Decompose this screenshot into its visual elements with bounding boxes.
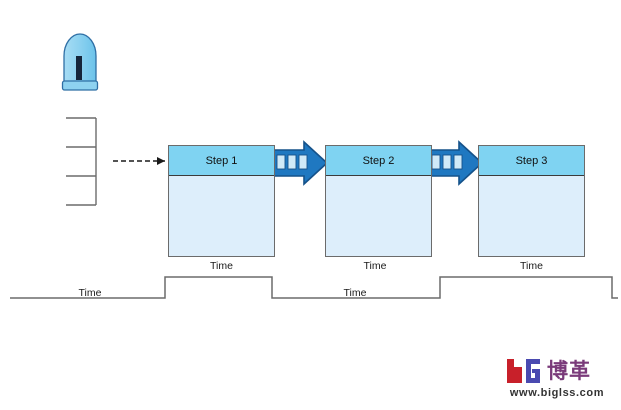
step-2-body (326, 176, 431, 256)
dashed-arrow (113, 157, 165, 165)
step-box-1[interactable]: Step 1 (168, 145, 275, 257)
timeline-label-2: Time (343, 287, 367, 299)
timeline-label-1: Time (78, 287, 102, 299)
step-box-3[interactable]: Step 3 (478, 145, 585, 257)
step-3-body (479, 176, 584, 256)
caption-step-3: Time (520, 260, 543, 272)
comb-bracket (66, 117, 97, 206)
arrow-2 (427, 140, 484, 186)
timeline-label-3: Time (363, 260, 387, 272)
site-logo: 博革 www.biglss.com (498, 356, 616, 404)
caption-step-1: Time (210, 260, 233, 272)
step-1-label: Step 1 (169, 146, 274, 176)
timeline-waveform (10, 276, 618, 299)
logo-bg-glyph (507, 359, 540, 383)
logo-row: 博革 (498, 356, 616, 386)
step-box-2[interactable]: Step 2 (325, 145, 432, 257)
step-1-body (169, 176, 274, 256)
arrow-1 (272, 140, 329, 186)
logo-brand-cn: 博革 (547, 358, 591, 383)
logo-mark-icon (506, 358, 542, 384)
step-3-label: Step 3 (479, 146, 584, 176)
stamp-icon (61, 33, 99, 91)
step-2-label: Step 2 (326, 146, 431, 176)
logo-url: www.biglss.com (509, 387, 605, 399)
